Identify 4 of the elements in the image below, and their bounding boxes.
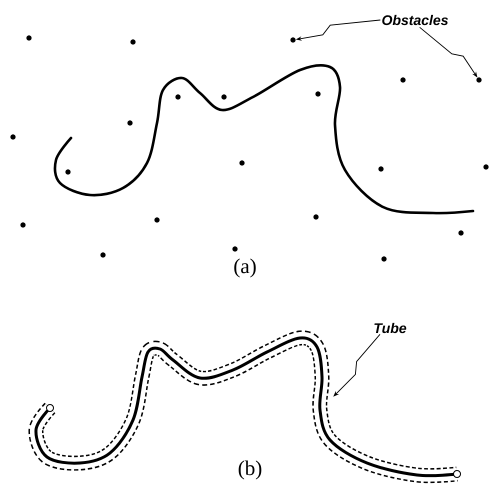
callout-text: Tube (374, 322, 406, 334)
panel-label: (a) (234, 258, 256, 278)
panel-label: (b) (238, 460, 262, 480)
callout-text: Obstacles (382, 14, 448, 26)
